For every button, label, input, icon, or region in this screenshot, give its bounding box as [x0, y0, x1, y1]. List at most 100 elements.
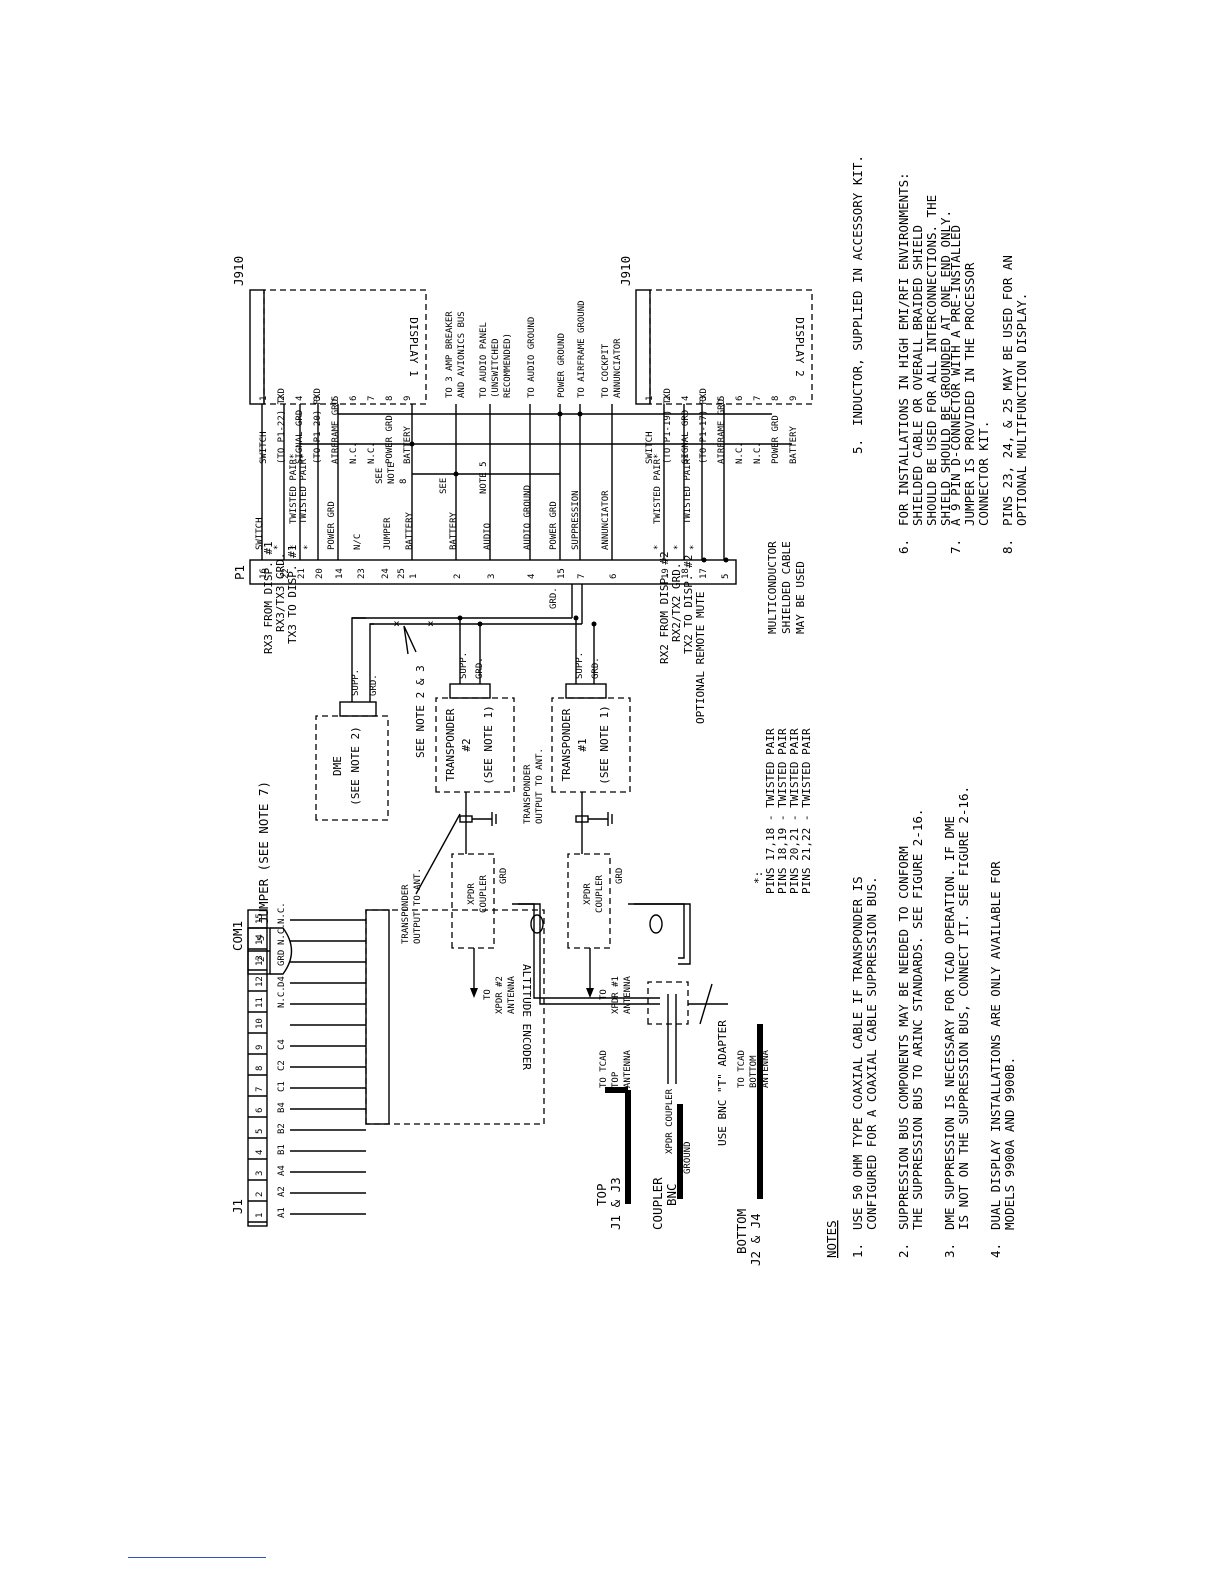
j1-signal-3: A4 — [277, 1165, 287, 1176]
d2rows-signal-3: (TO P1-17) RXD — [699, 388, 709, 464]
j1-pin-1: 1 — [255, 1213, 265, 1218]
d1rows-pin-1: 1 — [259, 396, 269, 401]
p1-nc: N/C — [353, 534, 363, 550]
tcad-top-l1: TO TCAD — [599, 1050, 609, 1088]
d1rows-pin-7: 7 — [367, 396, 377, 401]
d2rows-pin-6: 6 — [735, 396, 745, 401]
star6: * — [689, 545, 699, 550]
to-xpdr2-ant-l1: TO — [483, 989, 493, 1000]
bnc-adapter-label: USE BNC "T" ADAPTER — [716, 1020, 729, 1146]
rx3-label: RX3 FROM DISP. #1 — [262, 541, 275, 654]
note-n6-line-1: FOR INSTALLATIONS IN HIGH EMI/RFI ENVIRO… — [896, 172, 911, 526]
note-n7-line-1: A 9 PIN D-CONNECTOR WITH A PRE-INSTALLED — [948, 225, 963, 526]
transponder-1-grd: GRD. — [591, 657, 601, 679]
d2rows-signal-4: SIGNAL GRD — [681, 410, 691, 464]
dest-3: TO AUDIO GROUND — [527, 317, 537, 398]
dest-1b: AND AVIONICS BUS — [457, 311, 467, 398]
to-xpdr1-ant-l1: TO — [599, 989, 609, 1000]
star3: * — [303, 545, 313, 550]
j1-signal-11: N.C. — [277, 986, 287, 1008]
j1-signal-5: B2 — [277, 1123, 287, 1134]
note-n6-line-4: SHIELD SHOULD BE GROUNDED AT ONE END ONL… — [938, 210, 953, 526]
d2rows-signal-7: N.C. — [753, 442, 763, 464]
star1: * — [273, 545, 283, 550]
transponder-2-label: TRANSPONDER — [444, 708, 457, 781]
note-n5-line-1: INDUCTOR, SUPPLIED IN ACCESSORY KIT. — [850, 155, 865, 426]
p1-annunciator: ANNUNCIATOR — [601, 490, 611, 550]
j1-pin-13: 13 — [255, 955, 265, 966]
transponder-1-note: (SEE NOTE 1) — [598, 705, 611, 784]
d1rows-signal-1: SWITCH — [259, 431, 269, 464]
transponder-1-num: #1 — [576, 738, 589, 751]
d1rows-signal-9: BATTERY — [403, 425, 413, 464]
display-1-label: DISPLAY 1 — [407, 317, 420, 377]
p1-grd-label: GRD. — [549, 587, 559, 609]
d2rows-signal-2: (TO P1-19) TXD — [663, 388, 673, 464]
j1-pin-10: 10 — [255, 1018, 265, 1029]
j1-signal-1: A1 — [277, 1207, 287, 1218]
p1-pin-25: 25 — [397, 568, 407, 579]
transponder-2-connector — [449, 683, 491, 699]
p1-pin-7: 7 — [577, 574, 587, 579]
display-1-box — [263, 289, 427, 405]
com1-jumper — [270, 927, 293, 975]
note-n6-line-3: SHOULD BE USED FOR ALL INTERCONNECTIONS.… — [924, 195, 939, 526]
note-n8-line-1: PINS 23, 24, & 25 MAY BE USED FOR AN — [1000, 255, 1015, 526]
d1rows-pin-6: 6 — [349, 396, 359, 401]
twisted-1: TWISTED PAIR* — [289, 454, 299, 524]
xpdr-out-2-l2: OUTPUT TO ANT. — [535, 748, 545, 824]
j1-pin-5: 5 — [255, 1129, 265, 1134]
display-2-label: DISPLAY 2 — [793, 317, 806, 377]
display-1-pin-strip — [249, 289, 265, 405]
x-mark-1: × — [390, 620, 403, 627]
pinpairs-row-1: PINS 17,18 - TWISTED PAIR — [764, 728, 777, 894]
j1-signal-8: C2 — [277, 1060, 287, 1071]
note-n1-line-1: USE 50 OHM TYPE COAXIAL CABLE IF TRANSPO… — [850, 876, 865, 1230]
pinpairs-row-3: PINS 20,21 - TWISTED PAIR — [788, 728, 801, 894]
d1rows-signal-6: N.C. — [349, 442, 359, 464]
note-n1-num: 1. — [850, 1243, 865, 1258]
p1-display-wiring — [261, 404, 792, 563]
j1-pin-6: 6 — [255, 1108, 265, 1113]
multi-3: MAY BE USED — [794, 561, 807, 634]
j1-pin-14: 14 — [255, 934, 265, 945]
coupler-bnc-l1: COUPLER — [650, 1177, 665, 1230]
dest-1a: TO 3 AMP BREAKER — [445, 311, 455, 398]
notes-block: NOTES 1. USE 50 OHM TYPE COAXIAL CABLE IF… — [824, 155, 1029, 1258]
p1-power-grd: POWER GRD — [327, 501, 337, 550]
see-note5-l1: SEE — [439, 478, 449, 494]
footer-rule — [128, 1557, 266, 1558]
pinpairs-row-2: PINS 18,19 - TWISTED PAIR — [776, 728, 789, 894]
tcad-bottom-l3: ANTENNA — [761, 1049, 771, 1088]
note-n4-line-1: DUAL DISPLAY INSTALLATIONS ARE ONLY AVAI… — [988, 861, 1003, 1230]
mute-label: OPTIONAL REMOTE MUTE — [694, 592, 707, 724]
note-n3-num: 3. — [942, 1243, 957, 1258]
transponder-2-supp: SUPP. — [459, 652, 469, 679]
notes-heading: NOTES — [824, 1220, 839, 1258]
j1-pin-11: 11 — [255, 997, 265, 1008]
dest-6b: ANNUNCIATOR — [613, 338, 623, 398]
coupler-2-l1: XPDR — [467, 883, 477, 905]
see-note8-l1: SEE — [375, 468, 385, 484]
p1-audio: AUDIO — [483, 523, 493, 550]
d1rows-signal-8: POWER GRD — [385, 415, 395, 464]
d1rows-pin-2: 2 — [277, 396, 287, 401]
xpdr-out-2-l1: TRANSPONDER — [523, 764, 533, 824]
coupler-1-box — [567, 853, 611, 949]
bottom-j2j4-l1: BOTTOM — [734, 1209, 749, 1254]
d1rows-signal-5: AIRFRAME GRD — [331, 399, 341, 464]
multi-2: SHIELDED CABLE — [780, 541, 793, 634]
j1-signal-14: N.C. — [277, 923, 287, 945]
to-xpdr2-ant-l2: XPDR #2 — [495, 976, 505, 1014]
p1-switch: SWITCH — [255, 517, 265, 550]
note-n6-num: 6. — [896, 539, 911, 554]
altitude-encoder-label: ALTITUDE ENCODER — [520, 964, 533, 1070]
note-n2-num: 2. — [896, 1243, 911, 1258]
p1-power-grd-2: POWER GRD — [549, 501, 559, 550]
d2rows-pin-2: 2 — [663, 396, 673, 401]
star4: * — [653, 545, 663, 550]
